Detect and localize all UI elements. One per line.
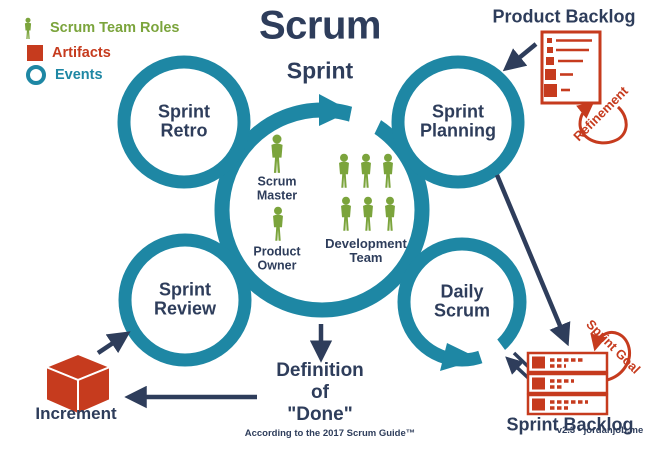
sprint-retro-label: Sprint Retro: [158, 101, 210, 141]
scrum-guide-note: According to the 2017 Scrum Guide™: [244, 427, 416, 439]
sprint-backlog-icon: [526, 351, 609, 416]
sprint-label: Sprint: [286, 57, 354, 84]
definition-of-done-label: Definition of "Done": [276, 360, 364, 425]
sprint-ring-gap: [348, 102, 383, 137]
sprint-cycle-arrowhead: [319, 94, 351, 126]
sprint-review-label: Sprint Review: [153, 279, 217, 319]
product-backlog-label: Product Backlog: [492, 6, 636, 27]
sprint-retro-ring: [117, 55, 251, 189]
sprint-planning-label: Sprint Planning: [420, 101, 496, 141]
sprint-backlog-label: Sprint Backlog: [506, 414, 634, 435]
arrow-sprint-planning-to-sprint-backlog: [494, 174, 571, 347]
legend-roles-row: Scrum Team Roles: [50, 20, 179, 36]
refinement-cycle-arrow: [576, 101, 628, 145]
page-title: Scrum: [259, 3, 382, 48]
daily-scrum-ring-gap: [477, 335, 508, 368]
legend-events-label: Events: [55, 67, 103, 83]
legend-events-row: Events: [26, 65, 103, 85]
legend-roles-label: Scrum Team Roles: [50, 20, 180, 36]
events-icon: [26, 65, 46, 85]
legend-artifacts-label: Artifacts: [52, 45, 111, 61]
product-owner-label: Product Owner: [253, 244, 301, 272]
scrum-team-roles-icon: [24, 17, 32, 39]
increment-label: Increment: [35, 403, 117, 423]
version-note: v2.3 - jordanjob.me: [556, 424, 644, 436]
arrow-increment-to-sprint-review: [96, 331, 131, 355]
sprint-review-ring: [118, 233, 252, 367]
sprint-planning-ring: [391, 55, 525, 189]
artifacts-icon: [27, 45, 43, 61]
development-team-label: Development Team: [325, 235, 407, 265]
daily-scrum-label: Daily Scrum: [433, 281, 491, 321]
legend-artifacts-row: Artifacts: [27, 45, 111, 61]
scrum-master-label: Scrum Master: [256, 174, 298, 202]
sprint-goal-callout-arrow: [590, 331, 632, 382]
development-team-icons: [339, 153, 395, 231]
product-backlog-icon: [540, 30, 602, 105]
product-owner-person-icon: [273, 206, 283, 241]
scrum-master-person-icon: [271, 134, 283, 173]
increment-cube-icon: [45, 353, 111, 415]
arrow-product-backlog-to-sprint-planning: [502, 42, 538, 72]
daily-scrum-arrowhead: [440, 343, 480, 371]
